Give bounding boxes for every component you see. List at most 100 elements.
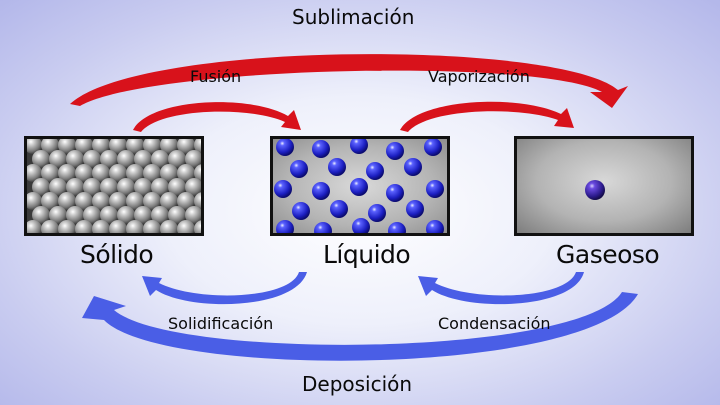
solid-particle [41, 164, 59, 182]
liquid-particle [314, 222, 332, 233]
solid-particle [109, 192, 127, 210]
solid-particle [109, 139, 127, 154]
solid-particle [134, 178, 152, 196]
solid-particle [143, 220, 161, 233]
solid-particle [58, 192, 76, 210]
solid-particle [134, 206, 152, 224]
solid-particles-panel [24, 136, 204, 236]
solid-particle [32, 178, 50, 196]
solid-particle [126, 139, 144, 154]
solid-particle [27, 192, 42, 210]
liquid-particles [274, 139, 444, 233]
solid-particle [143, 164, 161, 182]
solid-particle [58, 139, 76, 154]
solid-particle [168, 206, 186, 224]
solid-particle [66, 178, 84, 196]
solid-particle [100, 206, 118, 224]
deposition-label: Deposición [302, 372, 413, 396]
sublimation-arrow [70, 54, 628, 108]
liquid-particle [276, 220, 294, 233]
solid-particle [160, 164, 178, 182]
liquid-particle [330, 200, 348, 218]
solid-particle [75, 192, 93, 210]
solidification-arrow [142, 272, 307, 305]
solid-particle [177, 139, 195, 154]
solid-particle [75, 220, 93, 233]
solid-particle [83, 178, 101, 196]
liquid-particle [350, 139, 368, 154]
liquid-particle [312, 182, 330, 200]
liquid-particle [386, 184, 404, 202]
solid-particle [66, 150, 84, 168]
solid-particle [27, 164, 42, 182]
solid-particle [177, 164, 195, 182]
solid-particle [143, 139, 161, 154]
liquid-particle [386, 142, 404, 160]
solid-particle [126, 220, 144, 233]
solid-particle [49, 150, 67, 168]
solid-particle [100, 150, 118, 168]
solid-particle [58, 164, 76, 182]
solid-particle [92, 220, 110, 233]
solid-particle [143, 192, 161, 210]
solid-particle [49, 206, 67, 224]
solid-particle [126, 164, 144, 182]
liquid-particle [424, 139, 442, 156]
deposition-arrow [82, 292, 638, 361]
solid-particle [185, 206, 201, 224]
solid-particle [194, 220, 201, 233]
solid-particle [75, 164, 93, 182]
sublimation-label: Sublimación [292, 5, 415, 29]
solid-particle [151, 150, 169, 168]
liquid-particle [368, 204, 386, 222]
solid-particle [92, 192, 110, 210]
solid-particle [49, 178, 67, 196]
solid-particle [134, 150, 152, 168]
solid-particle [177, 220, 195, 233]
liquid-particle [292, 202, 310, 220]
liquid-particle [312, 140, 330, 158]
gas-state-label: Gaseoso [556, 240, 660, 269]
liquid-particle [350, 178, 368, 196]
solid-particle [126, 192, 144, 210]
liquid-particle [274, 180, 292, 198]
solid-particle [117, 206, 135, 224]
solid-particle [83, 150, 101, 168]
liquid-particle [290, 160, 308, 178]
liquid-state-label: Líquido [323, 240, 411, 269]
solid-particle [41, 139, 59, 154]
solid-particle [185, 178, 201, 196]
solid-particle [194, 164, 201, 182]
solid-particle [32, 150, 50, 168]
solid-particle [100, 178, 118, 196]
solid-particle [168, 178, 186, 196]
vaporization-label: Vaporización [428, 67, 530, 86]
liquid-particle [352, 218, 370, 233]
solid-particle [194, 139, 201, 154]
solid-particle [58, 220, 76, 233]
condensation-arrow [418, 272, 584, 305]
solid-particle [151, 178, 169, 196]
gas-particles-panel [514, 136, 694, 236]
solid-particle [66, 206, 84, 224]
gas-particle [585, 180, 605, 200]
vaporization-arrow [400, 101, 574, 132]
solid-particle [41, 192, 59, 210]
liquid-particle [426, 220, 444, 233]
fusion-label: Fusión [190, 67, 242, 86]
gas-particles [585, 180, 605, 200]
liquid-particle [406, 200, 424, 218]
solid-particle [160, 220, 178, 233]
condensation-label: Condensación [438, 314, 551, 333]
solid-particle [27, 220, 42, 233]
liquid-particle [426, 180, 444, 198]
liquid-particle [404, 158, 422, 176]
solid-particle [160, 192, 178, 210]
solidification-label: Solidificación [168, 314, 274, 333]
solid-particle [41, 220, 59, 233]
liquid-particle [276, 139, 294, 156]
solid-particle [194, 192, 201, 210]
solid-particle [168, 150, 186, 168]
solid-particle [117, 150, 135, 168]
